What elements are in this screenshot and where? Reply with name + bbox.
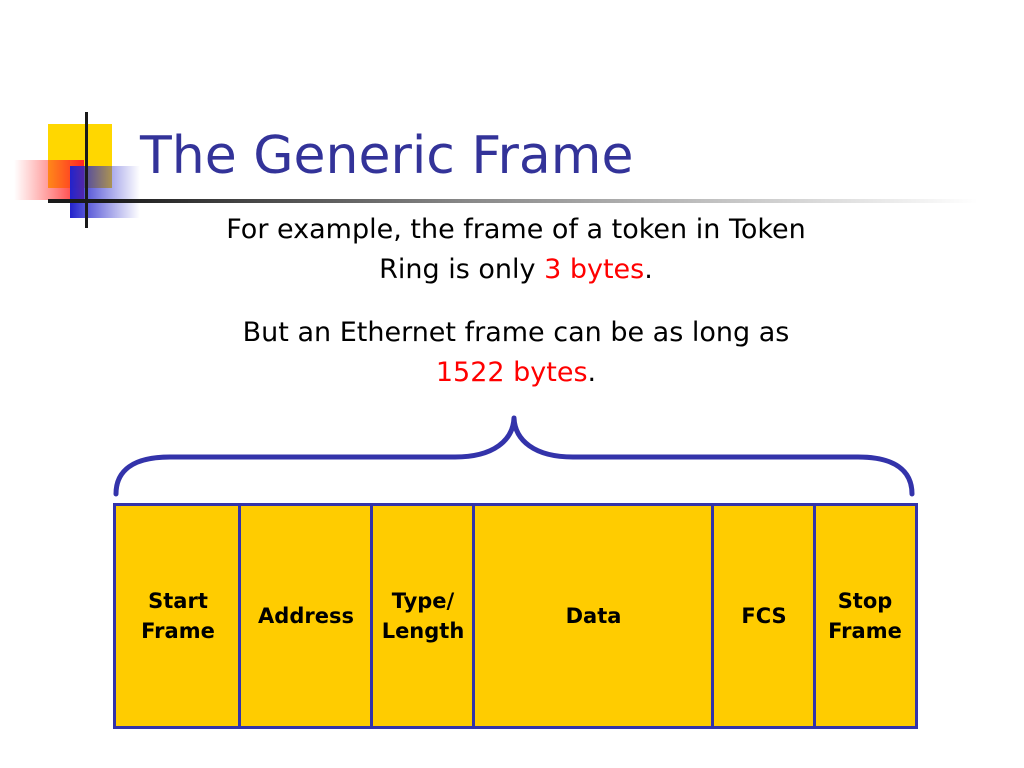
corner-decoration [14, 112, 140, 228]
type-length-field: Type/Length [372, 506, 474, 726]
ethernet-note: But an Ethernet frame can be as long as … [210, 313, 822, 393]
field-label-line: Stop [837, 589, 893, 613]
token-ring-note: For example, the frame of a token in Tok… [210, 210, 822, 290]
fcs-field: FCS [713, 506, 815, 726]
field-label-line: Start [148, 589, 208, 613]
field-label: Data [566, 601, 622, 631]
field-label: FCS [741, 601, 786, 631]
note-punctuation: . [587, 357, 597, 388]
field-label-line: Address [258, 604, 354, 628]
note-highlight: 1522 bytes [435, 357, 588, 388]
field-label-line: Type/ [391, 589, 455, 613]
field-separator [472, 503, 475, 729]
field-label-line: FCS [741, 604, 787, 628]
field-label-line: Frame [828, 619, 902, 643]
field-separator [711, 503, 714, 729]
note-highlight: 3 bytes [544, 254, 645, 285]
note-text: But an Ethernet frame can be as long as [242, 317, 790, 348]
title-underline [48, 199, 978, 203]
address-field: Address [240, 506, 372, 726]
field-label-line: Frame [141, 619, 215, 643]
field-separator [813, 503, 816, 729]
note-text: For example, the frame of a token in Tok… [226, 214, 806, 285]
field-label: Address [258, 601, 354, 631]
field-label-line: Length [381, 619, 465, 643]
slide-title: The Generic Frame [140, 126, 634, 186]
data-field: Data [474, 506, 713, 726]
note-punctuation: . [644, 254, 653, 285]
field-label: Type/Length [382, 586, 465, 646]
field-separator [238, 503, 241, 729]
field-separator [370, 503, 373, 729]
field-label-line: Data [565, 604, 622, 628]
